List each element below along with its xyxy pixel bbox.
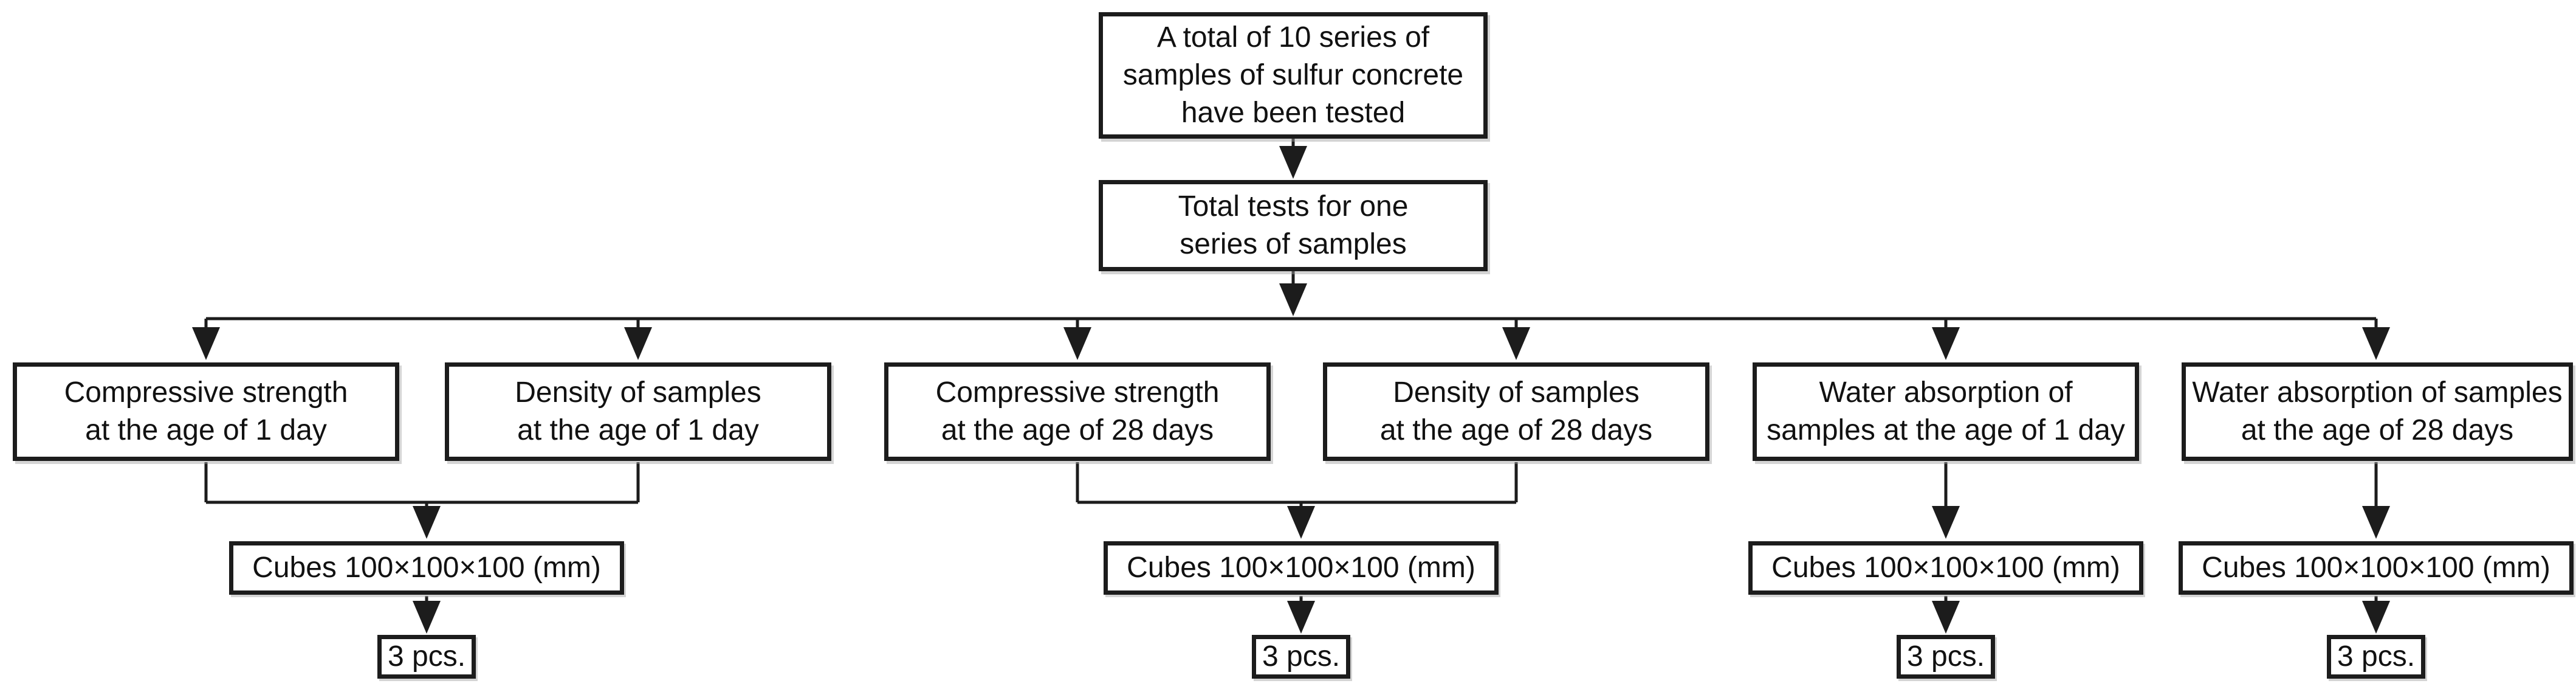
text-line: 3 pcs. (1906, 640, 1985, 673)
arrowhead-pcs-2 (1287, 601, 1315, 634)
text-line: Cubes 100×100×100 (mm) (1127, 552, 1475, 584)
flow-node-root: A total of 10 series of samples of sulfu… (1099, 12, 1488, 139)
text-line: A total of 10 series of (1156, 21, 1430, 54)
arrowhead-test-5 (1932, 327, 1960, 360)
text-line: samples at the age of 1 day (1767, 414, 2125, 446)
text-line: Compressive strength (935, 376, 1220, 409)
text-line: Density of samples (515, 376, 761, 409)
text-line: Total tests for one (1178, 190, 1409, 223)
flow-node-cubes-1: Cubes 100×100×100 (mm) (229, 541, 624, 595)
text-line: at the age of 28 days (2241, 414, 2514, 446)
flow-node-total-tests: Total tests for one series of samples (1099, 180, 1488, 271)
arrowhead-root-total (1279, 146, 1307, 179)
flow-node-pcs-1: 3 pcs. (377, 635, 476, 679)
arrowhead-test-3 (1063, 327, 1091, 360)
arrowhead-cubes-2 (1287, 506, 1315, 539)
flow-node-cubes-3: Cubes 100×100×100 (mm) (1748, 541, 2143, 595)
text-line: 3 pcs. (387, 640, 466, 673)
flow-node-density-1-day: Density of samples at the age of 1 day (445, 362, 831, 461)
flow-node-water-absorption-1-day: Water absorption of samples at the age o… (1753, 362, 2139, 461)
flow-node-compressive-strength-1-day: Compressive strength at the age of 1 day (13, 362, 399, 461)
arrowhead-test-2 (624, 327, 652, 360)
flow-node-pcs-4: 3 pcs. (2327, 635, 2425, 679)
flow-node-pcs-2: 3 pcs. (1252, 635, 1350, 679)
text-line: at the age of 28 days (941, 414, 1214, 446)
arrowhead-test-4 (1502, 327, 1530, 360)
arrowhead-total-bus (1279, 283, 1307, 316)
text-line: series of samples (1180, 228, 1407, 260)
text-line: at the age of 1 day (517, 414, 759, 446)
text-line: Density of samples (1393, 376, 1640, 409)
text-line: Water absorption of (1819, 376, 2073, 409)
flow-node-cubes-2: Cubes 100×100×100 (mm) (1104, 541, 1499, 595)
arrowhead-pcs-3 (1932, 601, 1960, 634)
flow-node-water-absorption-28-days: Water absorption of samples at the age o… (2182, 362, 2573, 461)
text-line: Cubes 100×100×100 (mm) (1771, 552, 2120, 584)
text-line: 3 pcs. (2337, 640, 2416, 673)
arrowhead-test-1 (192, 327, 220, 360)
text-line: Compressive strength (64, 376, 348, 409)
arrowhead-test-6 (2362, 327, 2390, 360)
text-line: have been tested (1181, 97, 1406, 129)
text-line: Cubes 100×100×100 (mm) (252, 552, 601, 584)
flow-node-cubes-4: Cubes 100×100×100 (mm) (2179, 541, 2574, 595)
arrowhead-cubes-4 (2362, 506, 2390, 539)
arrowhead-cubes-1 (413, 506, 441, 539)
text-line: samples of sulfur concrete (1122, 59, 1464, 91)
text-line: Water absorption of samples (2192, 376, 2563, 409)
text-line: at the age of 1 day (85, 414, 327, 446)
arrowheads (192, 146, 2390, 634)
text-line: Cubes 100×100×100 (mm) (2202, 552, 2550, 584)
arrowhead-pcs-4 (2362, 601, 2390, 634)
flow-node-density-28-days: Density of samples at the age of 28 days (1323, 362, 1709, 461)
arrowhead-cubes-3 (1932, 506, 1960, 539)
flow-node-pcs-3: 3 pcs. (1897, 635, 1995, 679)
text-line: at the age of 28 days (1379, 414, 1653, 446)
arrowhead-pcs-1 (413, 601, 441, 634)
flow-node-compressive-strength-28-days: Compressive strength at the age of 28 da… (884, 362, 1271, 461)
text-line: 3 pcs. (1262, 640, 1341, 673)
